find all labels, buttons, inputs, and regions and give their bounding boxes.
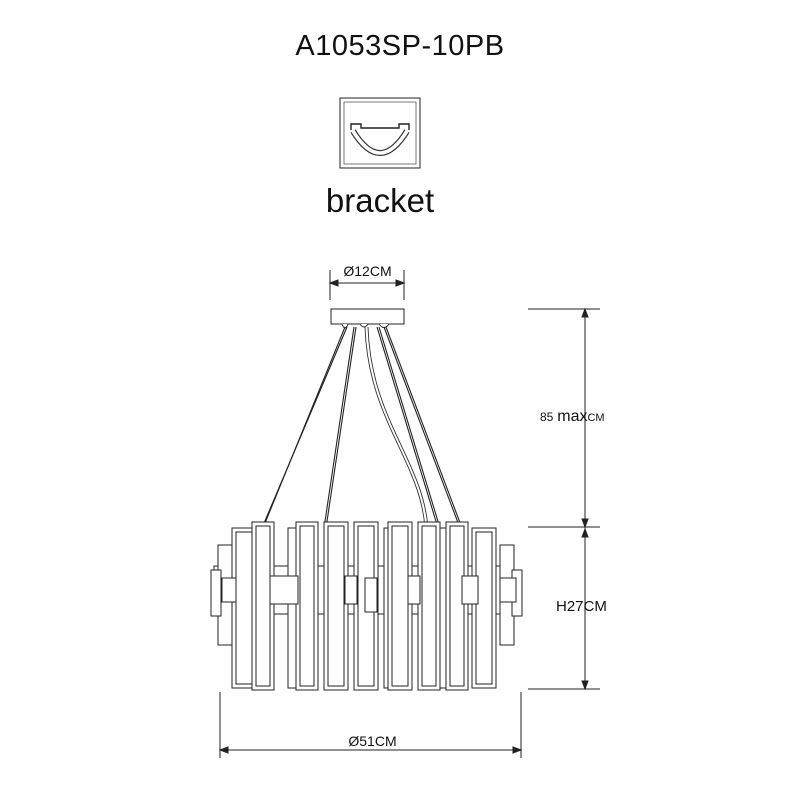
- suspension-cables: [261, 326, 463, 529]
- diameter-dimension-line: [218, 692, 523, 758]
- bracket-mount-icon: [339, 97, 421, 169]
- diameter-label: Ø51CM: [348, 733, 397, 749]
- chandelier-crystal-body: [210, 521, 523, 691]
- cable-length-unit: CM: [587, 412, 605, 424]
- ceiling-canopy: [330, 308, 405, 329]
- vertical-dimension-lines: [528, 307, 600, 691]
- canopy-dimension-line: [328, 270, 406, 300]
- canopy-diameter-label: Ø12CM: [343, 263, 392, 279]
- cable-length-max: max: [557, 408, 588, 425]
- cable-length-label: 85 maxCM: [540, 408, 605, 426]
- cable-length-number: 85: [540, 410, 554, 424]
- power-cord: [364, 326, 429, 529]
- mount-type-label: bracket: [325, 182, 435, 219]
- model-number: A1053SP-10PB: [295, 30, 505, 62]
- height-label: H27CM: [556, 598, 607, 615]
